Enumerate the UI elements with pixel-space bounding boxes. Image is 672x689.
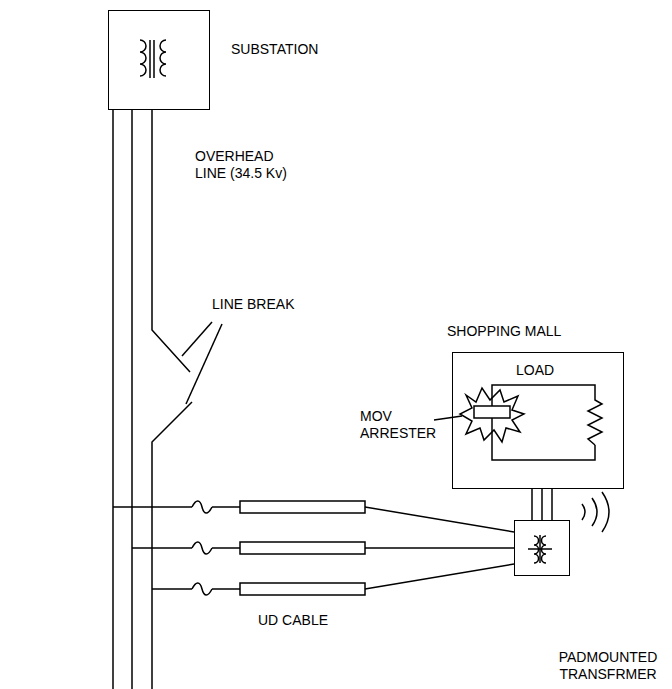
tap-wire [152,588,192,590]
tap-wire [113,506,192,508]
primary-coil [140,40,146,76]
core-line [153,40,155,78]
ud-cable [240,542,365,554]
hum-wave [602,492,609,532]
node-heading: SUBSTATION [231,41,318,58]
ud-cable [240,583,365,595]
load-wire [492,430,595,460]
broken-conductor [152,110,190,372]
line-voltage-label: OVERHEAD LINE (34.5 Kv) [195,148,295,182]
fuse-symbol [192,583,212,595]
load-label: LOAD [516,362,576,379]
broken-conductor [152,402,192,689]
hum-wave [582,504,585,520]
conductor [551,489,553,520]
load-wire [492,385,595,395]
hum-wave [592,498,597,526]
leader-line [186,324,222,404]
tap-wire [212,547,240,549]
leader-line [182,322,212,356]
fuse-symbol [192,501,212,513]
cable-lead [365,507,514,532]
conductor [131,110,133,689]
substation-box: SUBSTATION [108,10,210,110]
ud-cable [240,501,365,513]
cable-lead [365,547,514,549]
node-heading: PADMOUNTED TRANSFRMER [549,649,667,683]
padmount-transformer-box: PADMOUNTED TRANSFRMER [514,520,570,576]
leader-line [434,416,462,420]
fuse-symbol [192,542,212,554]
mov-label: MOV ARRESTER [360,408,436,442]
load-resistor [588,395,602,445]
tap-wire [212,506,240,508]
conductor [531,489,533,520]
line-break-label: LINE BREAK [212,296,322,313]
node-heading: SHOPPING MALL [447,323,561,340]
mov-arrester [474,406,510,418]
flash-burst [460,388,524,442]
tap-wire [132,547,192,549]
tap-wire [212,588,240,590]
core-line [149,40,151,78]
core-line [528,548,552,550]
conductor [112,110,114,689]
conductor [541,489,543,520]
cable-label: UD CABLE [258,612,358,629]
cable-lead [365,564,514,589]
service-conductors [532,489,552,520]
secondary-coil [160,40,166,76]
